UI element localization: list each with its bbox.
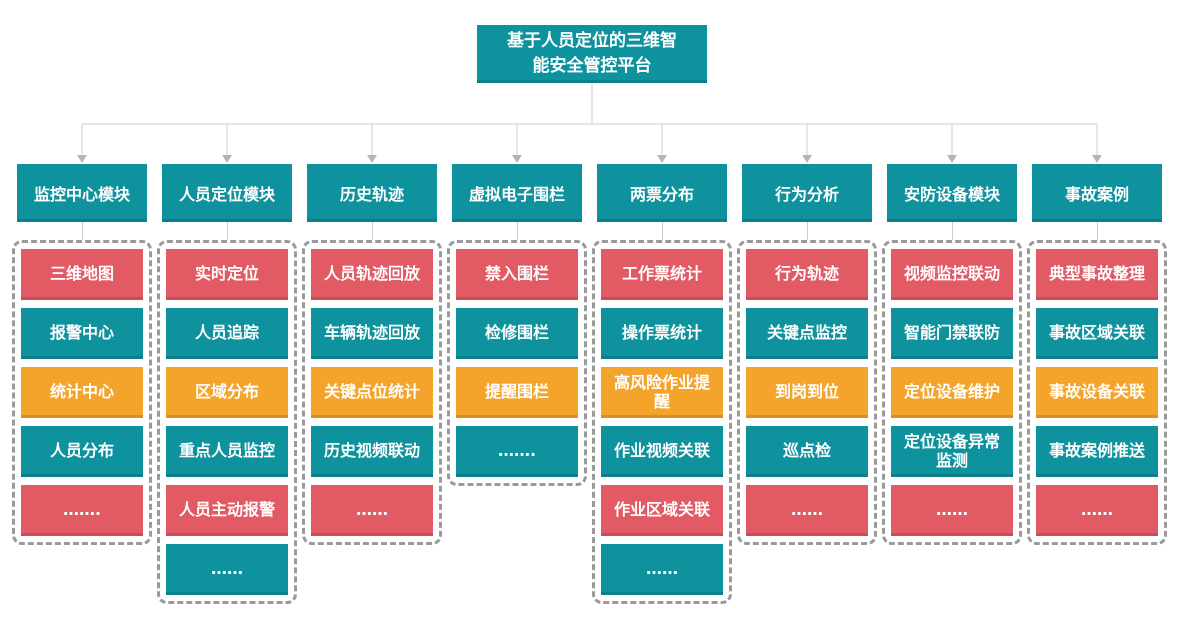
module-item: 三维地图 <box>21 249 143 300</box>
arrow-down-icon <box>1092 155 1102 163</box>
module-column: 行为分析 行为轨迹关键点监控到岗到位巡点检 …… <box>737 164 877 545</box>
module-column: 虚拟电子围栏 禁入围栏检修围栏提醒围栏 ……. <box>447 164 587 486</box>
module-header: 历史轨迹 <box>307 164 437 222</box>
module-item: 历史视频联动 <box>311 426 433 477</box>
header-connector-stub <box>806 222 808 240</box>
module-item: 报警中心 <box>21 308 143 359</box>
module-item: 检修围栏 <box>456 308 578 359</box>
module-items-container: 行为轨迹关键点监控到岗到位巡点检 …… <box>737 240 877 545</box>
module-item: 统计中心 <box>21 367 143 418</box>
header-connector-stub <box>1096 222 1098 240</box>
module-item: ……. <box>456 426 578 477</box>
module-item: 重点人员监控 <box>166 426 288 477</box>
module-item: 关键点监控 <box>746 308 868 359</box>
module-item: 作业区域关联 <box>601 485 723 536</box>
module-item: 到岗到位 <box>746 367 868 418</box>
module-item: 事故区域关联 <box>1036 308 1158 359</box>
module-header: 行为分析 <box>742 164 872 222</box>
module-item: 区域分布 <box>166 367 288 418</box>
module-item: …… <box>1036 485 1158 536</box>
module-header: 虚拟电子围栏 <box>452 164 582 222</box>
module-item: …… <box>311 485 433 536</box>
module-items-container: 实时定位人员追踪区域分布重点人员监控人员主动报警 …… <box>157 240 297 604</box>
header-connector-stub <box>226 222 228 240</box>
module-item: …… <box>601 544 723 595</box>
module-items-container: 人员轨迹回放车辆轨迹回放关键点位统计历史视频联动 …… <box>302 240 442 545</box>
arrow-down-icon <box>77 155 87 163</box>
module-column: 监控中心模块 三维地图报警中心统计中心人员分布 ……. <box>12 164 152 545</box>
module-item: 操作票统计 <box>601 308 723 359</box>
module-item: 典型事故整理 <box>1036 249 1158 300</box>
module-item: …… <box>746 485 868 536</box>
header-connector-stub <box>951 222 953 240</box>
module-item: 实时定位 <box>166 249 288 300</box>
module-item: 人员追踪 <box>166 308 288 359</box>
arrow-down-icon <box>367 155 377 163</box>
module-column: 安防设备模块 视频监控联动智能门禁联防定位设备维护定位设备异常监测 …… <box>882 164 1022 545</box>
module-item: 事故案例推送 <box>1036 426 1158 477</box>
module-item: 智能门禁联防 <box>891 308 1013 359</box>
module-items-container: 视频监控联动智能门禁联防定位设备维护定位设备异常监测 …… <box>882 240 1022 545</box>
module-item: 禁入围栏 <box>456 249 578 300</box>
header-connector-stub <box>371 222 373 240</box>
diagram-title-line2: 能安全管控平台 <box>532 56 652 76</box>
module-item: 人员分布 <box>21 426 143 477</box>
module-item: 人员主动报警 <box>166 485 288 536</box>
module-item: 车辆轨迹回放 <box>311 308 433 359</box>
module-item: …… <box>166 544 288 595</box>
header-connector-stub <box>81 222 83 240</box>
module-column: 两票分布 工作票统计操作票统计高风险作业提醒作业视频关联作业区域关联 …… <box>592 164 732 604</box>
arrow-down-icon <box>222 155 232 163</box>
module-item: 作业视频关联 <box>601 426 723 477</box>
arrow-down-icon <box>657 155 667 163</box>
module-item: 巡点检 <box>746 426 868 477</box>
module-item: ……. <box>21 485 143 536</box>
module-header: 监控中心模块 <box>17 164 147 222</box>
diagram-title-line1: 基于人员定位的三维智 <box>507 31 677 52</box>
module-item: 人员轨迹回放 <box>311 249 433 300</box>
header-connector-stub <box>516 222 518 240</box>
module-header: 事故案例 <box>1032 164 1162 222</box>
arrow-down-icon <box>947 155 957 163</box>
module-column: 历史轨迹 人员轨迹回放车辆轨迹回放关键点位统计历史视频联动 …… <box>302 164 442 545</box>
arrow-down-icon <box>802 155 812 163</box>
module-item: 关键点位统计 <box>311 367 433 418</box>
module-item: 视频监控联动 <box>891 249 1013 300</box>
module-items-container: 工作票统计操作票统计高风险作业提醒作业视频关联作业区域关联 …… <box>592 240 732 604</box>
module-item: 提醒围栏 <box>456 367 578 418</box>
module-item: 行为轨迹 <box>746 249 868 300</box>
module-header: 人员定位模块 <box>162 164 292 222</box>
header-connector-stub <box>661 222 663 240</box>
module-items-container: 禁入围栏检修围栏提醒围栏 ……. <box>447 240 587 486</box>
module-column: 事故案例 典型事故整理事故区域关联事故设备关联事故案例推送 …… <box>1027 164 1167 545</box>
module-header: 安防设备模块 <box>887 164 1017 222</box>
module-items-container: 三维地图报警中心统计中心人员分布 ……. <box>12 240 152 545</box>
diagram-title: 基于人员定位的三维智 能安全管控平台 <box>477 25 707 83</box>
module-header: 两票分布 <box>597 164 727 222</box>
module-item: 事故设备关联 <box>1036 367 1158 418</box>
module-items-container: 典型事故整理事故区域关联事故设备关联事故案例推送 …… <box>1027 240 1167 545</box>
module-item: 高风险作业提醒 <box>601 367 723 418</box>
module-item: 定位设备维护 <box>891 367 1013 418</box>
module-column: 人员定位模块 实时定位人员追踪区域分布重点人员监控人员主动报警 …… <box>157 164 297 604</box>
module-item: …… <box>891 485 1013 536</box>
arrow-down-icon <box>512 155 522 163</box>
module-item: 定位设备异常监测 <box>891 426 1013 477</box>
module-item: 工作票统计 <box>601 249 723 300</box>
